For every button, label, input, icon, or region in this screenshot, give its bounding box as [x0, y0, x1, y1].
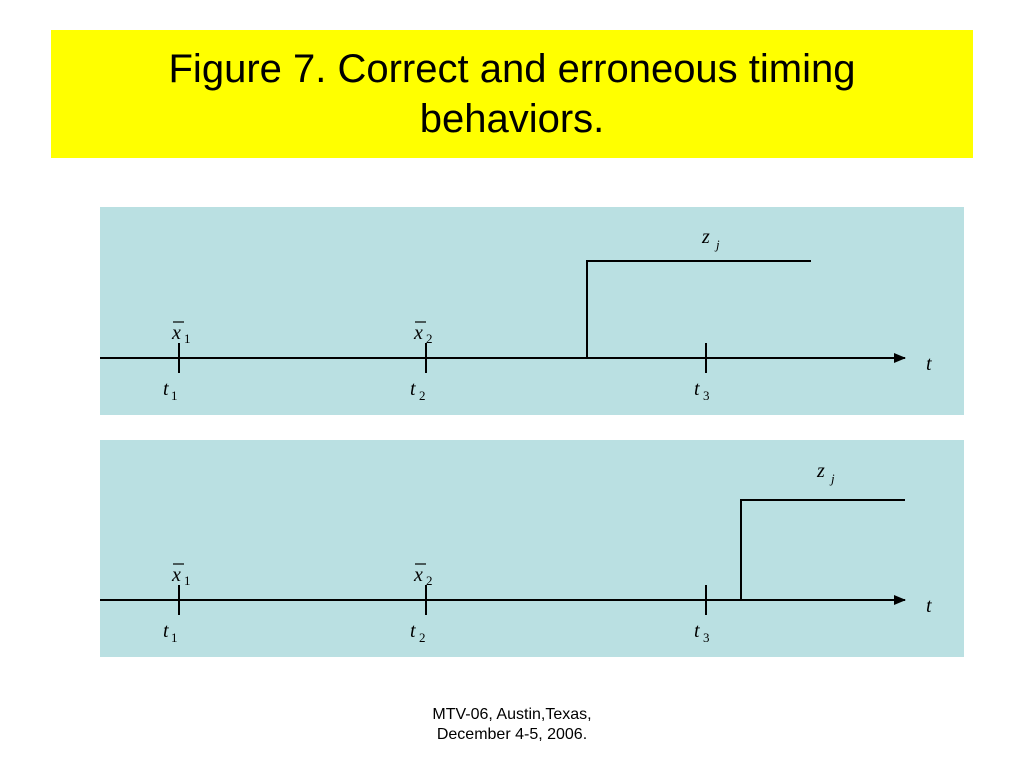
diagram-correct: t x 1 x 2 t 1 t 2 t 3 z j	[100, 226, 932, 403]
zj-label: z	[816, 460, 825, 482]
x2-label: x	[413, 322, 423, 344]
t2-label: t	[410, 378, 416, 400]
t2-subscript: 2	[419, 388, 426, 403]
erroneous-timing-panel	[100, 440, 964, 657]
t1-subscript: 1	[171, 630, 178, 645]
axis-label-t: t	[926, 353, 932, 375]
x2-label: x	[413, 564, 423, 586]
t1-label: t	[163, 378, 169, 400]
x2-subscript: 2	[426, 331, 433, 346]
footer-line-2: December 4-5, 2006.	[436, 726, 588, 743]
footer-line-1: MTV-06, Austin,Texas,	[432, 706, 592, 723]
t1-subscript: 1	[171, 388, 178, 403]
x2-subscript: 2	[426, 573, 433, 588]
zj-step-signal	[586, 260, 811, 358]
correct-timing-panel	[100, 207, 964, 415]
t1-label: t	[163, 620, 169, 642]
x1-label: x	[171, 322, 181, 344]
slide-footer: MTV-06, Austin,Texas, December 4-5, 2006…	[362, 705, 662, 745]
zj-subscript: j	[714, 237, 720, 252]
zj-subscript: j	[829, 471, 835, 486]
t3-subscript: 3	[703, 630, 710, 645]
t3-label: t	[694, 378, 700, 400]
zj-step-signal	[740, 499, 905, 600]
zj-label: z	[701, 226, 710, 248]
t3-subscript: 3	[703, 388, 710, 403]
axis-label-t: t	[926, 595, 932, 617]
t2-subscript: 2	[419, 630, 426, 645]
x1-label: x	[171, 564, 181, 586]
x1-subscript: 1	[184, 331, 191, 346]
slide-title: Figure 7. Correct and erroneous timing b…	[168, 47, 856, 141]
diagram-erroneous: t x 1 x 2 t 1 t 2 t 3 z j	[100, 460, 932, 645]
title-banner: Figure 7. Correct and erroneous timing b…	[51, 30, 973, 158]
t2-label: t	[410, 620, 416, 642]
t3-label: t	[694, 620, 700, 642]
x1-subscript: 1	[184, 573, 191, 588]
